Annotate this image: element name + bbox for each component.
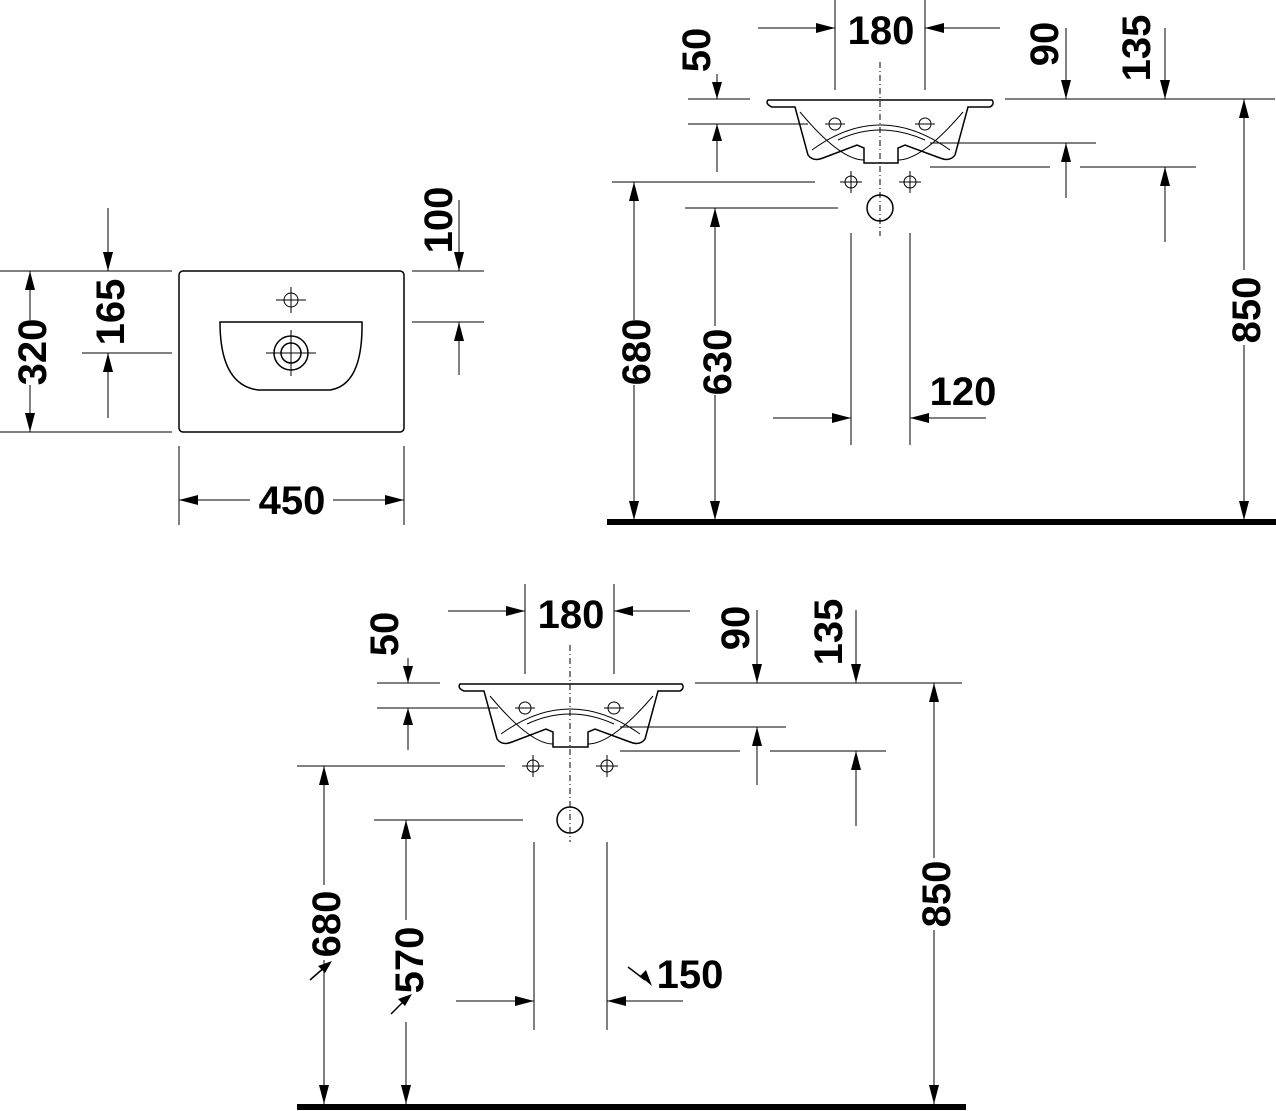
dim-rim-to-outlet-bottom: 135 — [807, 599, 851, 666]
dim-rim-to-bowl-bottom: 90 — [714, 606, 758, 651]
dim-rim-to-bowl-top: 90 — [1023, 22, 1067, 67]
elevation-top: 180 50 90 135 680 — [607, 0, 1276, 525]
dim-floor-to-rim-top: 850 — [1225, 277, 1269, 344]
dim-floor-to-waste-top: 630 — [696, 329, 740, 396]
dim-floor-to-supply-bottom: 680 — [305, 891, 349, 958]
waste-pipe-bottom — [556, 806, 584, 834]
basin-section — [766, 99, 994, 164]
dim-plan-width: 450 — [259, 479, 326, 523]
waste-pipe — [866, 194, 894, 222]
bowl-outline-plan — [219, 321, 363, 391]
dim-rim-to-outlet-top: 135 — [1115, 15, 1159, 82]
basin-outline-plan — [178, 270, 405, 433]
dim-floor-to-rim-bottom: 850 — [915, 861, 959, 928]
dim-rim-to-tap-top: 50 — [675, 28, 719, 73]
dim-plan-tap-offset: 165 — [89, 279, 133, 346]
elevation-bottom: 180 50 90 135 680 — [297, 584, 966, 1110]
dim-floor-to-waste-bottom: 570 — [388, 927, 432, 994]
dim-waste-width-bottom: 150 — [657, 953, 724, 997]
dim-tap-spacing-bottom: 180 — [538, 593, 605, 637]
plan-view: 320 165 100 450 — [0, 187, 484, 525]
dim-rim-to-tap-bottom: 50 — [363, 612, 407, 657]
dim-waste-width-top: 120 — [930, 370, 997, 414]
dim-floor-to-supply-top: 680 — [615, 319, 659, 386]
basin-section-bottom — [458, 683, 684, 748]
dim-tap-spacing-top: 180 — [848, 9, 915, 53]
dim-plan-depth: 320 — [11, 319, 55, 386]
dim-plan-bowl-offset: 100 — [417, 187, 461, 254]
